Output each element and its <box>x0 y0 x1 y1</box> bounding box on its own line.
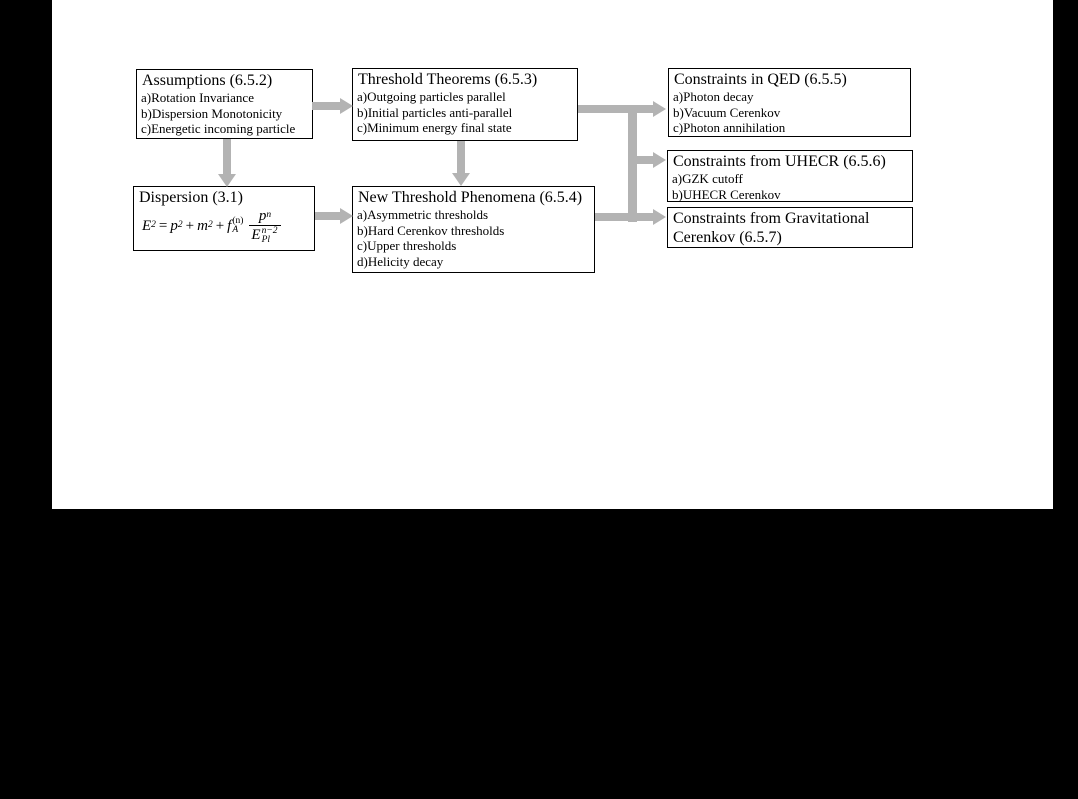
eq-den-supsub: n−2 Pl <box>261 225 278 245</box>
eq-f: f <box>227 217 232 234</box>
eq-fraction-denominator: E n−2 Pl <box>249 224 281 245</box>
node-threshold-theorems-item: a)Outgoing particles parallel <box>357 89 506 104</box>
node-threshold-theorems-item: b)Initial particles anti-parallel <box>357 104 513 120</box>
node-threshold-theorems: Threshold Theorems (6.5.3) a)Outgoing pa… <box>352 68 578 141</box>
node-new-threshold-item: a)Asymmetric thresholds <box>357 207 489 222</box>
eq-den-sub: Pl <box>261 234 271 245</box>
bracket-vertical-bar <box>628 105 637 222</box>
arrow-assumptions-to-dispersion-shaft <box>223 139 231 175</box>
node-new-threshold-item: c)Upper thresholds <box>357 238 457 253</box>
arrow-assumptions-to-theorems-shaft <box>312 102 341 110</box>
eq-f-sub: A <box>232 225 239 236</box>
eq-plus: + <box>185 217 195 234</box>
eq-f-sup: (n) <box>232 216 244 227</box>
eq-E: E <box>142 217 152 234</box>
node-threshold-theorems-title: Threshold Theorems (6.5.3) <box>358 71 538 88</box>
node-new-threshold-title: New Threshold Phenomena (6.5.4) <box>358 189 583 206</box>
node-constraints-uhecr-item: a)GZK cutoff <box>672 171 743 186</box>
arrow-theorems-to-qed-shaft <box>578 105 654 113</box>
node-new-threshold-phenomena: New Threshold Phenomena (6.5.4) a)Asymme… <box>352 186 595 273</box>
eq-num: p <box>258 208 267 224</box>
arrow-theorems-to-new-threshold-head-icon <box>452 173 470 186</box>
arrow-new-threshold-to-grav-shaft <box>595 213 654 221</box>
node-assumptions-item: c)Energetic incoming particle <box>141 121 296 136</box>
eq-p: p <box>170 217 178 234</box>
arrow-dispersion-to-new-threshold-shaft <box>315 212 341 220</box>
eq-equals: = <box>158 217 168 234</box>
node-constraints-grav-title-line1: Constraints from Gravitational <box>673 210 870 227</box>
node-assumptions: Assumptions (6.5.2) a)Rotation Invarianc… <box>136 69 313 139</box>
eq-den-sup: n−2 <box>261 225 278 236</box>
node-assumptions-title: Assumptions (6.5.2) <box>142 72 273 89</box>
arrow-new-threshold-to-grav-head-icon <box>653 209 666 225</box>
node-dispersion-title: Dispersion (3.1) <box>139 189 243 206</box>
arrow-dispersion-to-new-threshold-head-icon <box>340 208 353 224</box>
node-assumptions-item: a)Rotation Invariance <box>141 90 254 105</box>
node-constraints-grav-title-line2: Cerenkov (6.5.7) <box>673 229 782 246</box>
arrow-bracket-to-uhecr-head-icon <box>653 152 666 168</box>
node-constraints-qed-title: Constraints in QED (6.5.5) <box>674 71 847 88</box>
figure-canvas: Assumptions (6.5.2) a)Rotation Invarianc… <box>52 0 1053 509</box>
node-constraints-uhecr-item: b)UHECR Cerenkov <box>672 186 781 202</box>
eq-f-supsub: (n) A <box>232 216 244 236</box>
node-threshold-theorems-item: c)Minimum energy final state <box>357 120 512 135</box>
node-constraints-grav-cerenkov: Constraints from Gravitational Cerenkov … <box>667 207 913 248</box>
arrow-assumptions-to-theorems-head-icon <box>340 98 353 114</box>
node-constraints-qed-item: b)Vacuum Cerenkov <box>673 104 781 120</box>
arrow-assumptions-to-dispersion-head-icon <box>218 174 236 187</box>
eq-den: E <box>251 227 261 244</box>
eq-plus: + <box>215 217 225 234</box>
arrow-bracket-to-uhecr-shaft <box>637 156 654 164</box>
node-constraints-uhecr-title: Constraints from UHECR (6.5.6) <box>673 153 886 170</box>
node-constraints-uhecr: Constraints from UHECR (6.5.6) a)GZK cut… <box>667 150 913 202</box>
node-constraints-qed-item: c)Photon annihilation <box>673 120 786 135</box>
arrow-theorems-to-new-threshold-shaft <box>457 141 465 174</box>
node-new-threshold-item: d)Helicity decay <box>357 253 444 269</box>
eq-m: m <box>197 217 208 234</box>
node-assumptions-item: b)Dispersion Monotonicity <box>141 105 283 121</box>
node-constraints-qed-item: a)Photon decay <box>673 89 754 104</box>
node-new-threshold-item: b)Hard Cerenkov thresholds <box>357 222 505 238</box>
arrow-theorems-to-qed-head-icon <box>653 101 666 117</box>
node-constraints-qed: Constraints in QED (6.5.5) a)Photon deca… <box>668 68 911 137</box>
